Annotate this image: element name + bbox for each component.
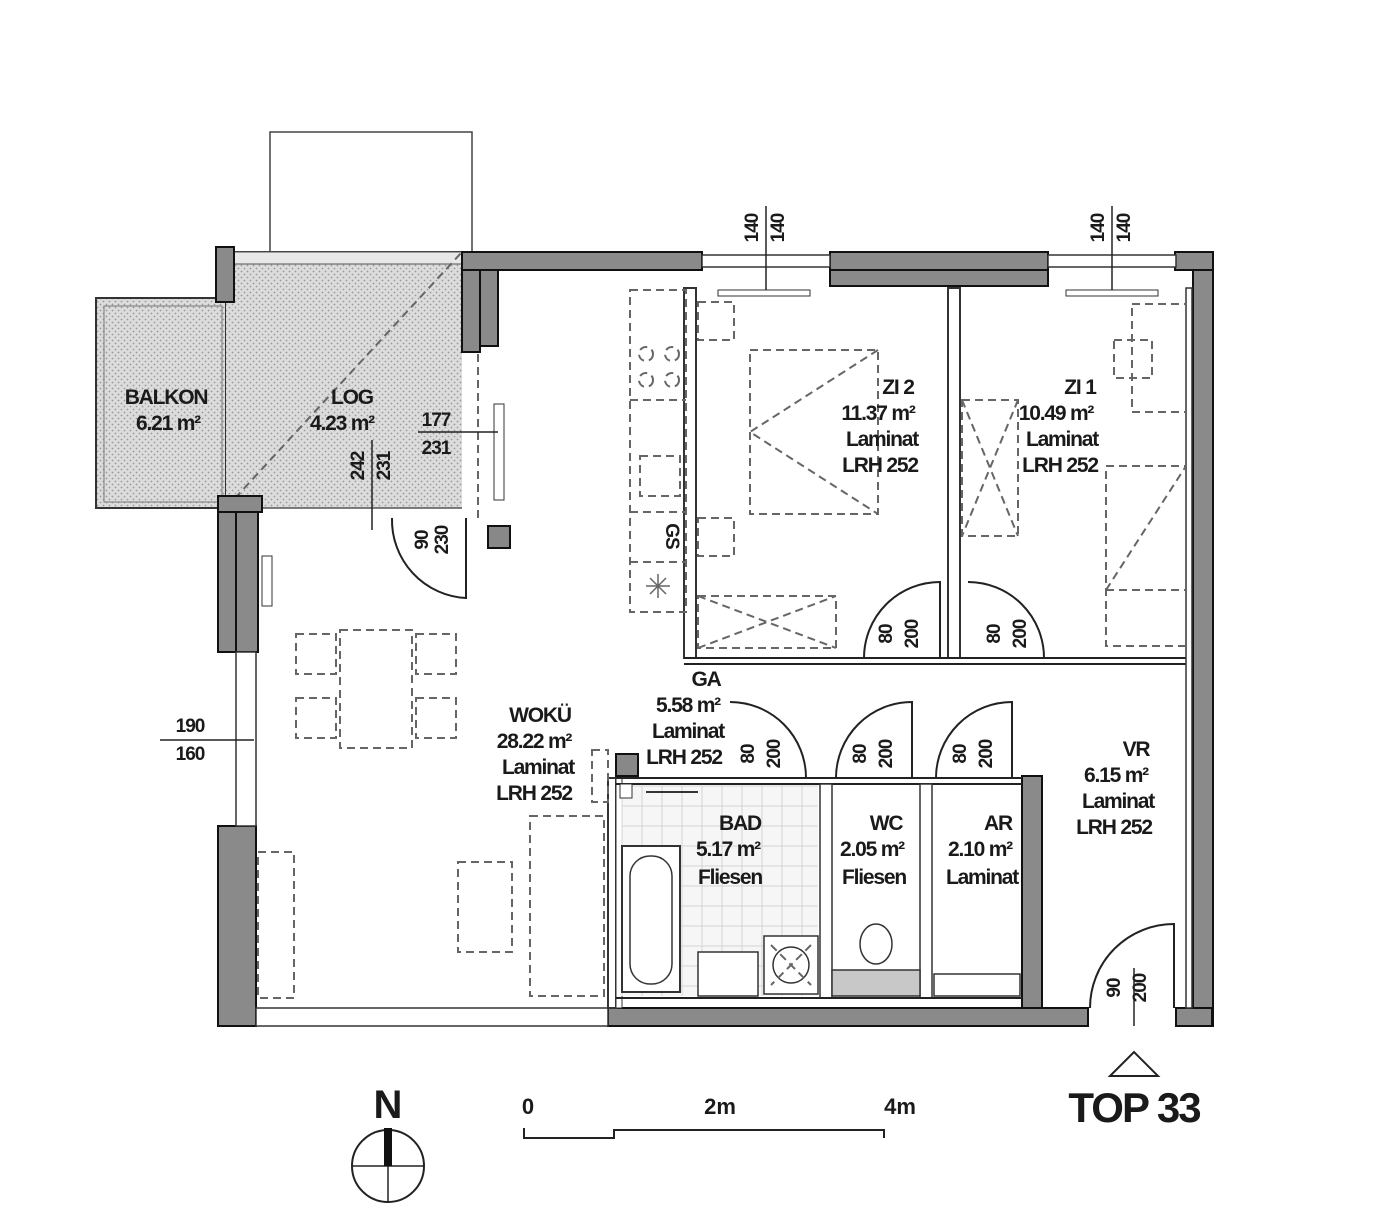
room-floor: Fliesen xyxy=(842,866,906,889)
scale-label-0: 0 xyxy=(522,1094,534,1119)
dimension-zi1-window: 140 140 xyxy=(1088,206,1135,290)
dimension-wc-door: 80 200 xyxy=(850,739,897,768)
dimension-width: 140 xyxy=(1088,213,1109,242)
room-height: LRH 252 xyxy=(1022,454,1098,477)
room-log: LOG 4.23 m² xyxy=(310,386,376,435)
furniture xyxy=(257,289,1187,999)
scale-label-4m: 4m xyxy=(884,1094,916,1119)
room-bad: BAD 5.17 m² Fliesen xyxy=(696,812,764,889)
room-area: 28.22 m² xyxy=(497,730,573,753)
dimension-zi1-door: 80 200 xyxy=(984,619,1031,648)
room-area: 10.49 m² xyxy=(1019,402,1095,425)
dimension-width: 80 xyxy=(850,744,871,764)
room-height: LRH 252 xyxy=(842,454,918,477)
dimension-height: 200 xyxy=(902,619,923,648)
north-arrow: N xyxy=(351,1083,425,1203)
room-woku: WOKÜ 28.22 m² Laminat LRH 252 xyxy=(496,704,576,805)
dimension-zi2-door: 80 200 xyxy=(876,619,923,648)
room-name: AR xyxy=(984,812,1013,835)
room-height: LRH 252 xyxy=(646,746,722,769)
dimension-width: 90 xyxy=(412,530,433,550)
unit-name: TOP 33 xyxy=(1068,1084,1200,1131)
room-area: 5.58 m² xyxy=(656,694,721,717)
room-name: LOG xyxy=(331,386,374,409)
room-floor: Laminat xyxy=(652,720,725,743)
sanitary xyxy=(487,525,1021,997)
kitchen-mark-label: GS xyxy=(661,523,682,549)
room-floor: Fliesen xyxy=(698,866,762,889)
room-name: BAD xyxy=(719,812,762,835)
unit-label: TOP 33 xyxy=(1068,1050,1202,1131)
dimension-west-window: 190 160 xyxy=(160,716,254,765)
dimension-width: 242 xyxy=(348,451,369,480)
dimension-log-door: 242 231 xyxy=(348,440,395,530)
room-vr: VR 6.15 m² Laminat LRH 252 xyxy=(1076,738,1156,839)
dimension-ar-door: 80 200 xyxy=(950,739,997,768)
walls xyxy=(215,246,1214,1027)
dimension-width: 80 xyxy=(738,744,759,764)
room-area: 6.15 m² xyxy=(1084,764,1149,787)
north-label: N xyxy=(374,1083,403,1127)
dimension-height: 200 xyxy=(1130,973,1151,1002)
scale-bar: 0 2m 4m xyxy=(522,1094,916,1139)
dimension-woku-door: 90 230 xyxy=(412,525,453,554)
dimension-width: 140 xyxy=(742,213,763,242)
dimension-width: 90 xyxy=(1104,978,1125,998)
dimension-width: 80 xyxy=(950,744,971,764)
dimension-zi2-window: 140 140 xyxy=(742,206,789,290)
dimension-height: 160 xyxy=(176,744,205,765)
room-name: GA xyxy=(691,668,721,691)
dimension-height: 200 xyxy=(876,739,897,768)
room-area: 2.10 m² xyxy=(948,838,1013,861)
room-area: 6.21 m² xyxy=(136,412,201,435)
dimension-height: 230 xyxy=(432,525,453,554)
room-ar: AR 2.10 m² Laminat xyxy=(946,812,1021,889)
dimension-width: 80 xyxy=(984,624,1005,644)
dimension-height: 140 xyxy=(1114,213,1135,242)
dimension-height: 200 xyxy=(1010,619,1031,648)
room-balkon: BALKON 6.21 m² xyxy=(125,386,209,435)
room-area: 5.17 m² xyxy=(696,838,761,861)
room-ga: GA 5.58 m² Laminat LRH 252 xyxy=(646,668,726,769)
scale-label-2m: 2m xyxy=(704,1094,736,1119)
dimension-width: 190 xyxy=(176,716,205,737)
room-floor: Laminat xyxy=(502,756,575,779)
room-height: LRH 252 xyxy=(1076,816,1152,839)
room-height: LRH 252 xyxy=(496,782,572,805)
room-area: 2.05 m² xyxy=(840,838,905,861)
dimension-height: 231 xyxy=(422,438,452,459)
dimension-log-window: 177 231 xyxy=(418,410,498,459)
room-floor: Laminat xyxy=(1026,428,1099,451)
room-zi2: ZI 2 11.37 m² Laminat LRH 252 xyxy=(841,376,920,477)
room-floor: Laminat xyxy=(846,428,919,451)
room-area: 4.23 m² xyxy=(310,412,375,435)
room-area: 11.37 m² xyxy=(841,402,915,425)
entrance-triangle-icon xyxy=(1107,1050,1161,1077)
room-name: BALKON xyxy=(125,386,208,409)
room-name: ZI 1 xyxy=(1064,376,1097,399)
dimension-width: 80 xyxy=(876,624,897,644)
room-floor: Laminat xyxy=(946,866,1019,889)
dimension-width: 177 xyxy=(422,410,451,431)
dimension-entry-door: 90 200 xyxy=(1104,968,1151,1026)
dimension-height: 231 xyxy=(374,450,395,480)
dimension-height: 140 xyxy=(768,213,789,242)
room-name: ZI 2 xyxy=(882,376,914,399)
room-name: WC xyxy=(870,812,904,835)
dimension-bad-door: 80 200 xyxy=(738,739,785,768)
balcony-area xyxy=(95,131,473,509)
room-zi1: ZI 1 10.49 m² Laminat LRH 252 xyxy=(1019,376,1101,477)
room-name: WOKÜ xyxy=(509,704,571,727)
room-floor: Laminat xyxy=(1082,790,1155,813)
dimension-height: 200 xyxy=(764,739,785,768)
room-wc: WC 2.05 m² Fliesen xyxy=(840,812,908,889)
room-name: VR xyxy=(1123,738,1151,761)
dimension-height: 200 xyxy=(976,739,997,768)
kitchen-stove-mark: GS xyxy=(646,523,682,598)
doors xyxy=(390,352,1175,1009)
windows xyxy=(235,254,1177,827)
